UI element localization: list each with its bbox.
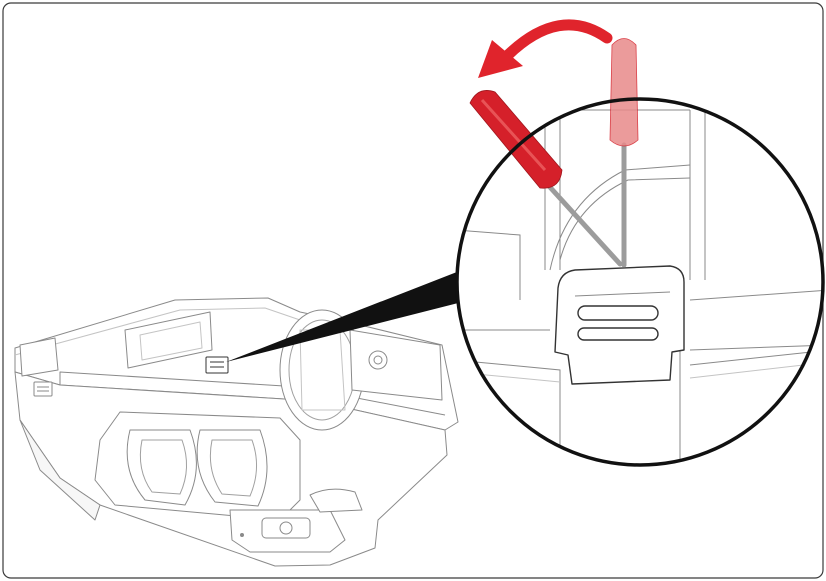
garage-door-opener-icon <box>14 297 459 567</box>
screwdriver-icon <box>469 90 623 267</box>
magnified-detail <box>455 38 825 467</box>
latch-clip-detail <box>554 265 685 385</box>
curved-rotate-arrow-icon <box>478 19 613 78</box>
screwdriver-ghost-icon <box>609 38 639 268</box>
latch-clip-icon <box>205 356 229 374</box>
callout-pointer <box>226 270 470 362</box>
